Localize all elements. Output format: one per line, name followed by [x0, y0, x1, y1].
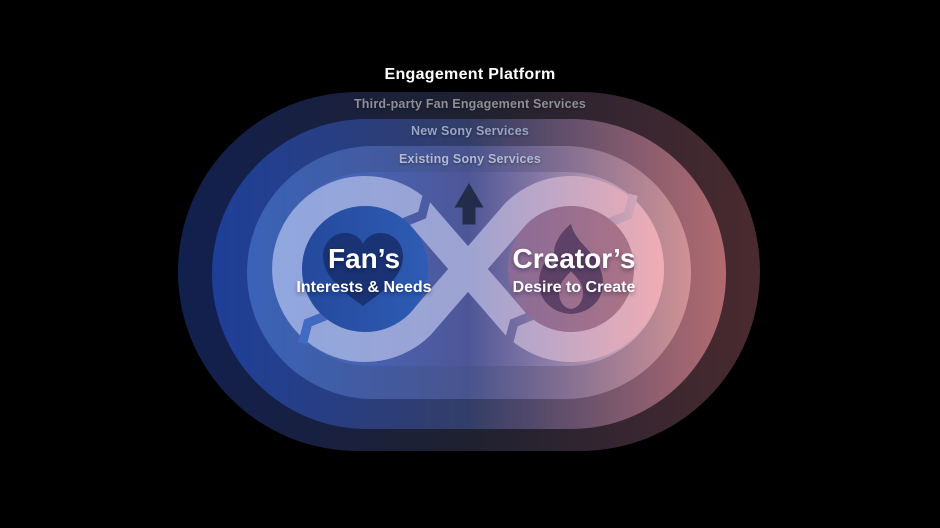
- creator-heading: Creator’s: [512, 243, 636, 274]
- page-title: Engagement Platform: [384, 66, 556, 83]
- loop-crack-top-left-ring: [402, 193, 432, 227]
- up-arrow-icon: [454, 183, 484, 225]
- loop-crack-bottom-right-ring: [504, 311, 534, 345]
- creator-subheading: Desire to Create: [512, 279, 636, 296]
- flame-icon: [539, 224, 603, 314]
- heart-icon: [323, 233, 403, 306]
- loop-crack-bottom-left-ring: [298, 311, 328, 345]
- infinity-loop: [272, 176, 664, 362]
- band-label-third-party: Third-party Fan Engagement Services: [353, 97, 587, 111]
- fan-subheading: Interests & Needs: [296, 279, 432, 296]
- fan-heading: Fan’s: [327, 243, 401, 274]
- fan-text-block: Fan’s Interests & Needs: [254, 244, 474, 298]
- creator-text-block: Creator’s Desire to Create: [464, 244, 684, 298]
- band-label-new-sony: New Sony Services: [410, 124, 530, 138]
- loop-crack-top-right-ring: [608, 193, 638, 227]
- band-label-existing-sony: Existing Sony Services: [399, 152, 541, 166]
